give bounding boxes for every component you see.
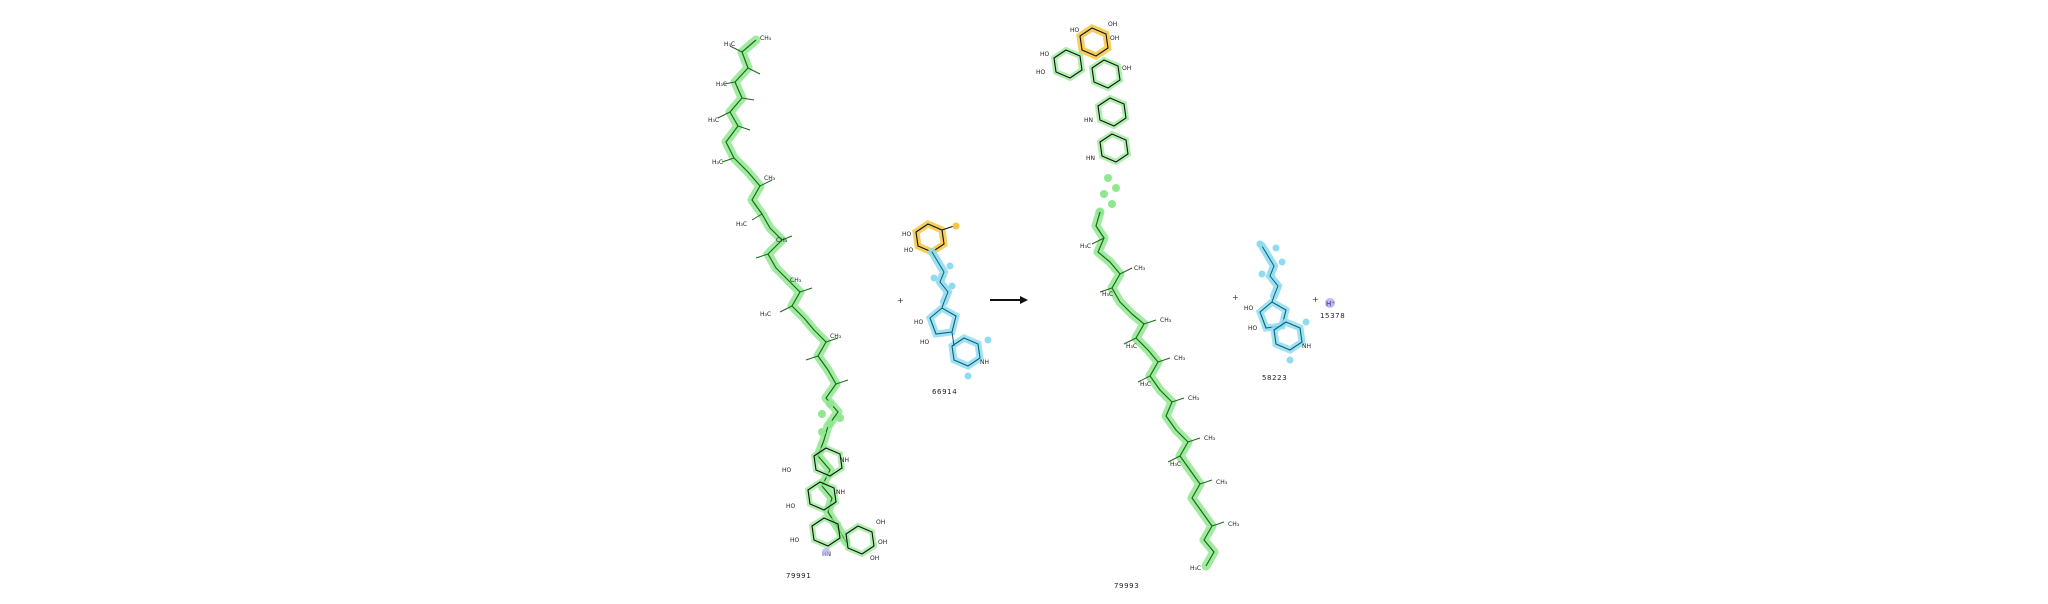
- hydroxyl-label: OH: [878, 539, 887, 546]
- hydroxyl-label: HO: [902, 231, 912, 238]
- amine-label: NH: [836, 489, 845, 496]
- prenyl-chain-highlight-79993: [1091, 207, 1219, 571]
- methyl-label: H₃C: [1170, 461, 1181, 468]
- methyl-label: H₃C: [1080, 243, 1091, 250]
- hydroxyl-label: HO: [914, 319, 924, 326]
- proton-highlight: [1325, 298, 1335, 308]
- molecule-79993: HO OH OH HO HO OH HN HN H₃C CH₃ H₃C CH₃ …: [1036, 21, 1240, 590]
- methyl-label: CH₃: [830, 333, 842, 340]
- hydroxyl-label: HO: [1040, 51, 1050, 58]
- methyl-branches-79991: [717, 45, 849, 385]
- methyl-label: CH₃: [1228, 521, 1240, 528]
- methyl-label: H₃C: [736, 221, 747, 228]
- compound-id-66914: 66914: [932, 388, 957, 396]
- methyl-label: H₃C: [724, 41, 735, 48]
- hydroxyl-label: HO: [1244, 305, 1254, 312]
- hydroxyl-label: HO: [786, 503, 796, 510]
- methyl-label: H₃C: [1102, 291, 1113, 298]
- methyl-label: H₃C: [1140, 381, 1151, 388]
- hydroxyl-label: HO: [904, 247, 914, 254]
- hydroxyl-label: HO: [920, 339, 930, 346]
- molecule-58223: HO HO NH 58223: [1244, 240, 1311, 382]
- methyl-label: CH₃: [1134, 265, 1146, 272]
- terminal-ring: [842, 522, 878, 558]
- molecule-15378: H⁺ 15378: [1320, 298, 1345, 320]
- plus-sign: +: [1312, 295, 1319, 304]
- methyl-label: H₃C: [1126, 343, 1137, 350]
- plus-sign: +: [897, 296, 904, 305]
- compound-id-15378: 15378: [1320, 312, 1345, 320]
- methyl-label: H₃C: [708, 117, 719, 124]
- hydroxyl-label: HO: [782, 467, 792, 474]
- mannose-ring: [808, 514, 844, 550]
- hydroxyl-label: OH: [1108, 21, 1117, 28]
- methyl-label: CH₃: [760, 35, 772, 42]
- molecule-79991: H₃C CH₃ H₃C H₃C H₃C CH₃ H₃C CH₃ CH₃ H₃C …: [708, 35, 887, 580]
- hydroxyl-label: HO: [790, 537, 800, 544]
- methyl-label: CH₃: [1188, 395, 1200, 402]
- compound-id-79993: 79993: [1114, 582, 1139, 590]
- hydroxyl-label: HO: [1070, 27, 1080, 34]
- methyl-label: CH₃: [1174, 355, 1186, 362]
- methyl-label: CH₃: [1160, 317, 1172, 324]
- diphosphate-79991: [818, 400, 844, 436]
- amine-label: NH: [1302, 343, 1311, 350]
- compound-id-58223: 58223: [1262, 374, 1287, 382]
- amine-label: NH: [840, 457, 849, 464]
- methyl-label: CH₃: [776, 237, 788, 244]
- proton-symbol: H⁺: [1326, 300, 1335, 308]
- hydroxyl-label: OH: [1122, 65, 1131, 72]
- hydroxyl-label: OH: [876, 519, 885, 526]
- nitrogen-label: HN: [1086, 155, 1095, 162]
- amine-highlight: [822, 548, 830, 556]
- methyl-label: CH₃: [1204, 435, 1216, 442]
- methyl-label: H₃C: [716, 81, 727, 88]
- methyl-label: CH₃: [1216, 479, 1228, 486]
- plus-sign: +: [1232, 293, 1239, 302]
- methyl-label: CH₃: [764, 175, 776, 182]
- methyl-label: H₃C: [760, 311, 771, 318]
- molecule-66914: HO HO HO HO NH 66914: [902, 220, 992, 396]
- hydroxyl-label: OH: [870, 555, 879, 562]
- reaction-arrow: [990, 296, 1028, 304]
- methyl-label: CH₃: [790, 277, 802, 284]
- glcnac-ring-2: [804, 478, 840, 514]
- methyl-label: H₃C: [712, 159, 723, 166]
- hydroxyl-label: HO: [1248, 325, 1258, 332]
- glcnac-ring-1: [810, 444, 846, 480]
- nitrogen-label: HN: [1084, 117, 1093, 124]
- compound-id-79991: 79991: [786, 572, 811, 580]
- methyl-label: H₃C: [1190, 565, 1201, 572]
- hydroxyl-label: HO: [1036, 69, 1046, 76]
- hydroxyl-label: OH: [1110, 35, 1119, 42]
- amine-label: NH: [980, 359, 989, 366]
